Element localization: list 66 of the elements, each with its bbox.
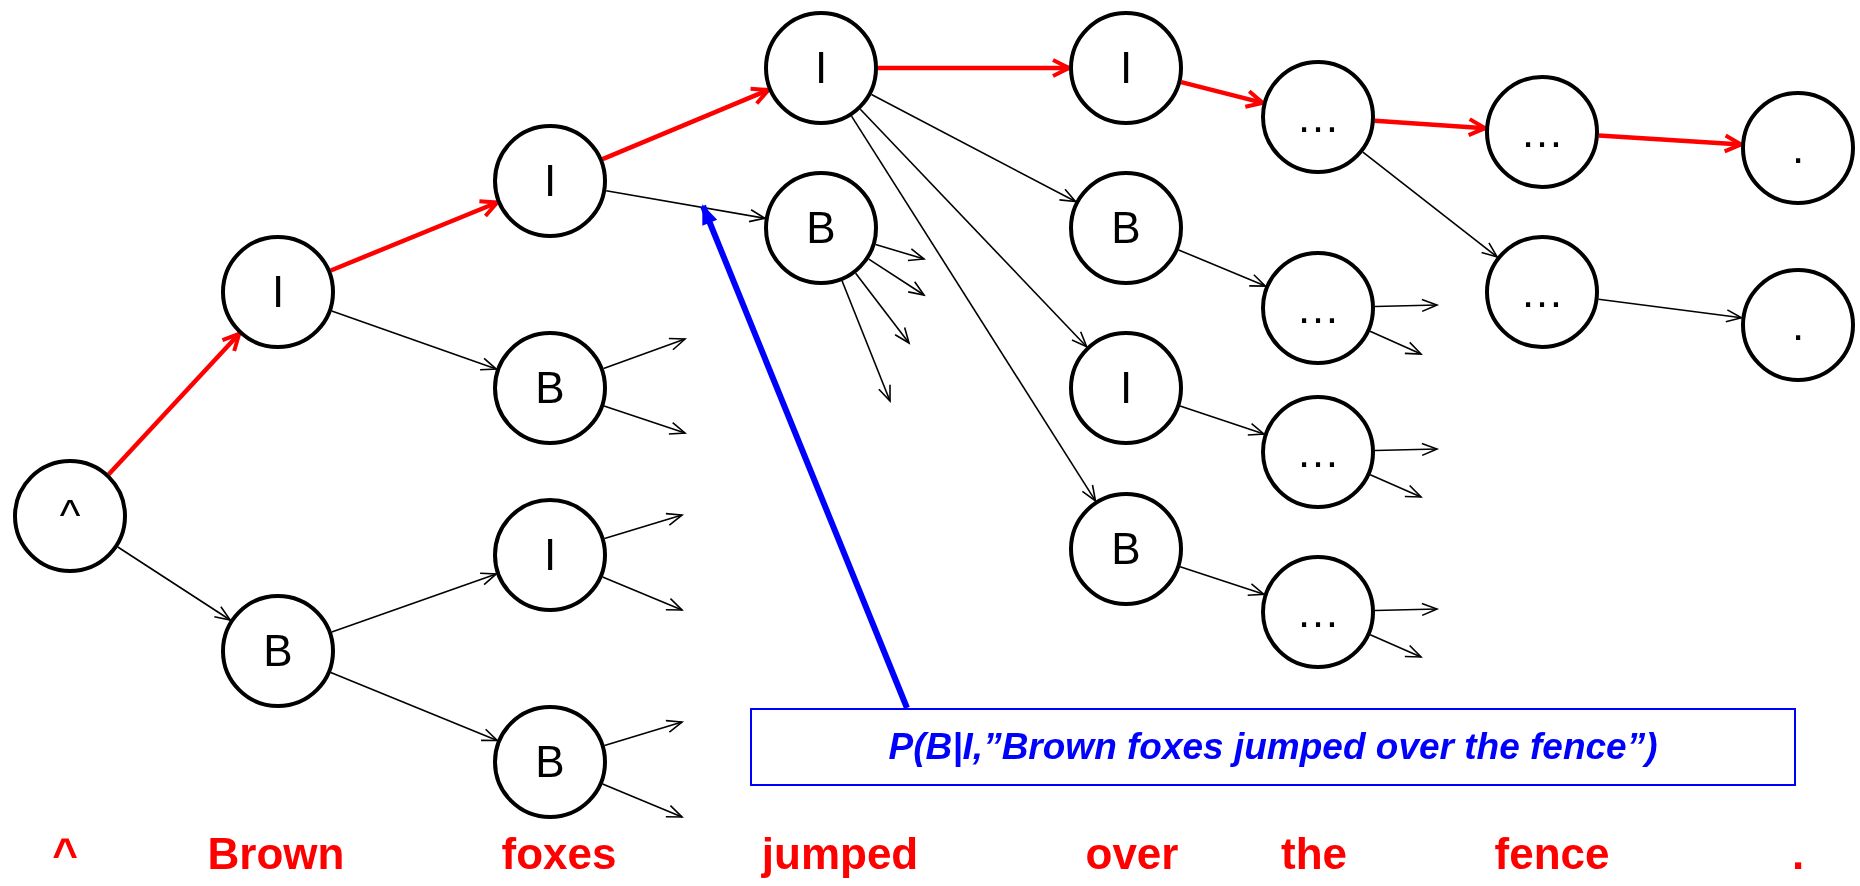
state-label: ^ [59,494,81,538]
sentence-word: fence [1494,832,1610,876]
leader-arrow [700,204,910,710]
arrow [1374,602,1438,617]
state-label: … [1296,95,1340,139]
sentence-word: jumped [761,832,919,876]
state-label: I [543,159,557,203]
arrow [603,719,683,747]
arrow [601,86,771,162]
arrow [1179,405,1265,436]
arrow [1369,330,1422,355]
arrow [107,331,242,476]
arrow [1374,442,1438,457]
arrow [1369,474,1422,498]
sentence-word: . [1791,832,1805,876]
state-label: B [535,366,565,410]
sentence-word: foxes [501,832,617,876]
state-label: … [1520,270,1564,314]
arrow [601,783,683,818]
state-label: B [1111,527,1141,571]
arrow [330,572,498,633]
state-label: . [1791,303,1805,347]
state-label: B [263,629,293,673]
state-label: … [1520,110,1564,154]
sentence-word: Brown [207,832,345,876]
state-label: … [1296,590,1340,634]
arrow [854,272,910,344]
arrow [841,280,891,402]
arrow [603,512,683,540]
formula-text: P(B|I,”Brown foxes jumped over the fence”) [888,726,1658,768]
sentence-word: ^ [52,832,78,876]
arrow [601,576,683,611]
arrow [874,243,925,262]
arrow [1374,298,1438,313]
arrow [878,58,1071,78]
state-label: B [1111,206,1141,250]
sentence-word: over [1085,832,1179,876]
state-label: … [1296,286,1340,330]
arrow [603,405,686,435]
arrow [870,93,1077,203]
state-label: I [814,46,828,90]
arrow [850,115,1097,502]
sentence-word: the [1281,832,1347,876]
arrow [329,199,500,273]
state-label: . [1791,126,1805,170]
arrow [868,258,925,296]
arrow [1177,249,1267,287]
arrow [605,189,766,223]
arrow [1362,151,1498,258]
arrow [1180,79,1265,109]
state-label: B [806,206,836,250]
state-label: I [1119,366,1133,410]
arrow [1179,565,1265,597]
arrow [329,671,499,742]
state-label: B [535,740,565,784]
formula-box [750,708,1796,786]
arrow [117,546,231,621]
state-label: I [1119,46,1133,90]
state-label: I [543,533,557,577]
state-label: I [271,270,285,314]
arrow [859,108,1088,348]
arrow [1369,634,1422,658]
state-label: … [1296,430,1340,474]
arrow [1597,298,1743,323]
arrow [602,337,686,370]
arrow [330,310,498,371]
